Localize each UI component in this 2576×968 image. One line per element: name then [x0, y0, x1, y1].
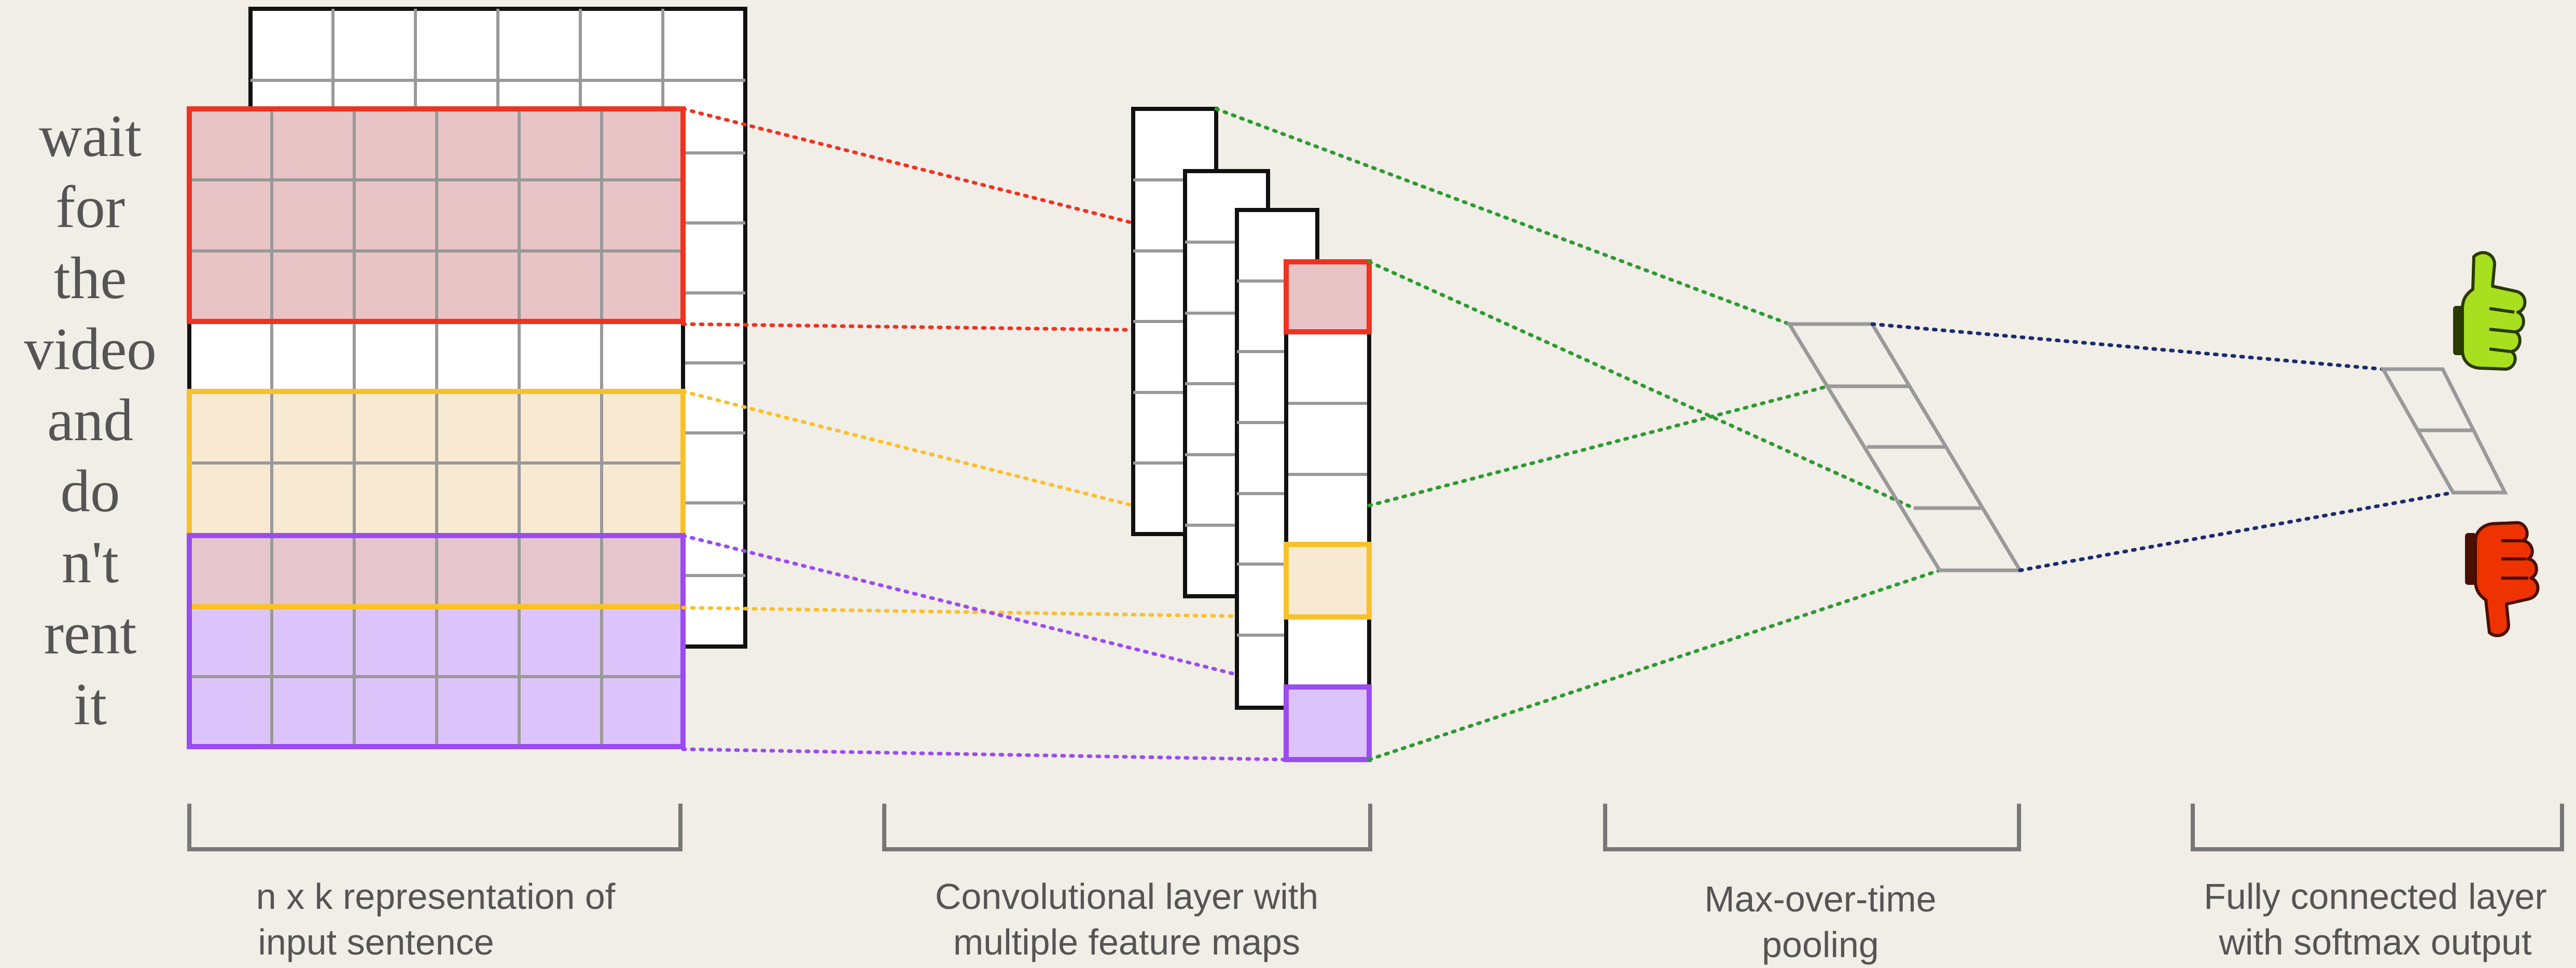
bracket-output	[2191, 804, 2564, 851]
input-matrix	[187, 106, 686, 749]
word-label: and	[47, 387, 134, 453]
feature-cell-red	[1286, 262, 1369, 332]
caption-line: pooling	[1762, 924, 1879, 965]
pooling-line	[1214, 107, 1791, 326]
filter-window-purple	[187, 533, 686, 749]
mapping-line-purple	[681, 747, 1288, 762]
word-label: rent	[44, 600, 137, 666]
feature-cell-purple	[1286, 687, 1369, 760]
caption-line: Fully connected layer	[2204, 876, 2547, 917]
bracket-input	[187, 804, 683, 851]
mapping-line-purple	[681, 534, 1288, 689]
caption-line: n x k representation of	[256, 876, 616, 917]
word-label: the	[53, 245, 127, 311]
thumbs-down-icon	[2465, 521, 2540, 637]
pooling-line	[1367, 384, 1830, 508]
pooling-line	[1367, 568, 1942, 762]
caption-line: Convolutional layer with	[935, 876, 1319, 917]
bracket-pooling	[1603, 804, 2021, 851]
feature-cell-yellow	[1286, 544, 1369, 617]
word-label: for	[55, 174, 126, 240]
caption-line: Max-over-time	[1704, 879, 1937, 919]
caption-conv: Convolutional layer with multiple featur…	[882, 874, 1372, 965]
caption-line: with softmax output	[2219, 922, 2532, 962]
word-label: it	[74, 671, 107, 737]
caption-line: input sentence	[258, 922, 494, 962]
word-label: n't	[61, 529, 119, 595]
output-line	[1870, 322, 2385, 371]
feature-map-front	[1284, 259, 1372, 762]
filter-window-red	[187, 106, 686, 324]
word-label: do	[60, 458, 120, 524]
caption-input: n x k representation of input sentence	[189, 874, 682, 965]
pooling-line	[1367, 260, 1916, 510]
thumbs-up-icon	[2453, 251, 2527, 371]
bracket-conv	[882, 804, 1372, 851]
pooling-vector	[1786, 322, 2024, 572]
caption-line: multiple feature maps	[953, 922, 1301, 962]
output-layer	[2379, 367, 2508, 495]
word-label: video	[24, 316, 157, 382]
filter-window-yellow	[187, 389, 686, 609]
caption-output: Fully connected layer with softmax outpu…	[2181, 874, 2570, 965]
caption-pooling: Max-over-time pooling	[1613, 876, 2028, 967]
word-label: wait	[39, 103, 142, 169]
output-line	[2018, 490, 2455, 572]
